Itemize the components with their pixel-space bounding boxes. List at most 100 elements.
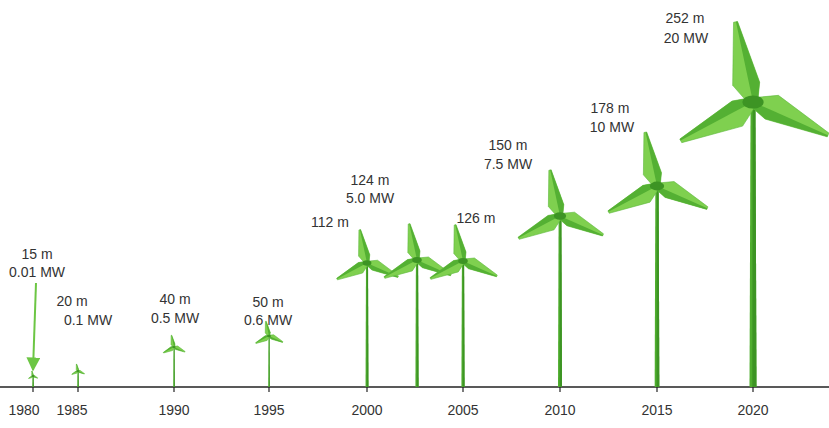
year-label: 1990	[158, 402, 189, 418]
tower-shade	[657, 186, 660, 387]
nacelle	[650, 182, 664, 191]
turbine-spec: 20 MW	[664, 30, 708, 46]
turbine-spec: 150 m	[489, 137, 528, 153]
tower-shade	[32, 376, 34, 387]
wind-turbine	[256, 321, 283, 387]
nacelle	[458, 258, 468, 264]
tower	[655, 186, 660, 387]
blade-shade	[430, 259, 463, 278]
tower	[461, 261, 464, 387]
wind-turbine	[518, 170, 603, 387]
year-label: 2000	[351, 402, 382, 418]
rotor-blade	[171, 335, 175, 347]
axis-tick	[32, 387, 33, 392]
axis-tick	[366, 387, 367, 392]
turbine-spec: 0.5 MW	[151, 310, 199, 326]
blade-shade	[384, 258, 417, 277]
wind-turbine	[163, 335, 185, 387]
axis-tick	[656, 387, 657, 392]
blade-shade	[269, 336, 283, 342]
tower	[750, 102, 757, 387]
blade-shade	[462, 261, 497, 277]
year-label: 2005	[447, 402, 478, 418]
year-label: 2020	[737, 402, 768, 418]
turbine-spec: 0.01 MW	[9, 264, 65, 280]
blade-shade	[360, 230, 370, 263]
nacelle	[742, 95, 763, 108]
time-axis	[0, 386, 829, 388]
turbine-spec: 112 m	[311, 214, 349, 230]
year-label: 1980	[8, 402, 39, 418]
tower-shade	[367, 263, 369, 387]
turbine-spec: 7.5 MW	[484, 156, 532, 172]
rotor-blade	[733, 21, 760, 103]
blade-shade	[174, 347, 185, 352]
axis-tick	[173, 387, 174, 392]
wind-turbine	[384, 224, 451, 387]
turbine-spec: 20 m	[56, 293, 87, 309]
rotor-blade	[643, 132, 661, 187]
blade-shade	[736, 21, 760, 102]
blade-shade	[550, 170, 564, 216]
turbine-spec: 40 m	[159, 291, 190, 307]
blade-shade	[751, 102, 828, 137]
tower	[173, 347, 175, 387]
wind-turbine	[430, 225, 497, 387]
tower-shade	[752, 102, 756, 387]
turbine-spec: 178 m	[591, 100, 630, 116]
wind-turbine	[608, 132, 708, 387]
year-label: 1985	[56, 402, 87, 418]
tower	[558, 216, 562, 387]
turbine-spec: 124 m	[351, 172, 390, 188]
blade-shade	[77, 364, 79, 371]
nacelle	[363, 260, 372, 265]
tower	[268, 336, 270, 387]
wind-turbine	[680, 21, 829, 387]
turbine-spec: 15 m	[21, 246, 52, 262]
blade-shade	[163, 346, 174, 352]
blade-shade	[518, 214, 560, 239]
turbine-spec: 10 MW	[590, 119, 634, 135]
turbine-spec: 126 m	[457, 210, 496, 226]
nacelle	[32, 375, 35, 377]
turbine-spec: 5.0 MW	[346, 190, 394, 206]
nacelle	[172, 346, 175, 348]
nacelle	[412, 257, 422, 263]
nacelle	[267, 335, 271, 337]
year-label: 2015	[641, 402, 672, 418]
nacelle	[554, 212, 566, 220]
blade-shade	[608, 183, 657, 212]
axis-tick	[462, 387, 463, 392]
year-label: 2010	[544, 402, 575, 418]
year-label: 1995	[253, 402, 284, 418]
axis-tick	[559, 387, 560, 392]
blade-shade	[455, 225, 466, 261]
rotor-blade	[359, 230, 370, 264]
wind-turbine	[337, 230, 399, 387]
blade-shade	[409, 224, 420, 260]
blade-shade	[656, 186, 708, 209]
tower	[415, 260, 418, 387]
blade-shade	[646, 132, 662, 186]
rotor-blade	[408, 224, 420, 261]
nacelle	[77, 370, 80, 372]
turbine-spec: 0.6 MW	[244, 312, 292, 328]
axis-tick	[268, 387, 269, 392]
tower-shade	[268, 336, 270, 387]
axis-tick	[752, 387, 753, 392]
blade-shade	[172, 335, 175, 347]
tower-shade	[417, 260, 419, 387]
tower	[366, 263, 369, 387]
wind-turbine	[29, 371, 38, 387]
turbine-spec: 50 m	[252, 294, 283, 310]
blade-shade	[559, 216, 603, 236]
blade-shade	[337, 261, 367, 279]
tower-shade	[173, 347, 175, 387]
blade-shade	[256, 335, 269, 343]
tower-shade	[77, 371, 79, 387]
tower	[77, 371, 79, 387]
wind-turbine	[72, 364, 85, 387]
blade-shade	[680, 98, 753, 141]
rotor-blade	[548, 170, 563, 217]
turbine-spec: 252 m	[666, 10, 705, 26]
